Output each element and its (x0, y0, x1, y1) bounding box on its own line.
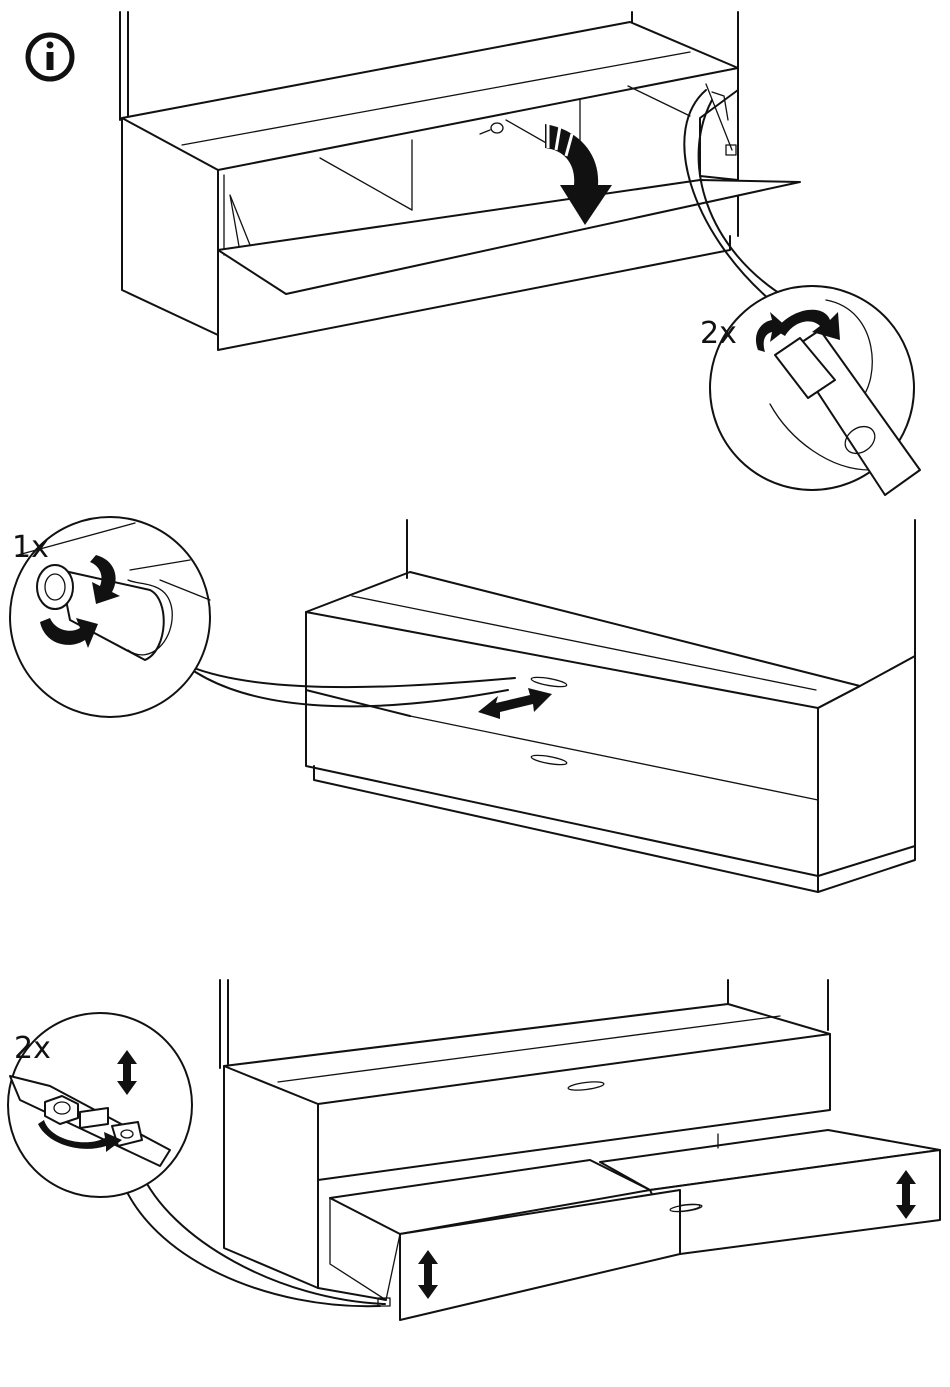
info-icon (28, 35, 72, 79)
cabinet-open-drawers-illustration (220, 980, 940, 1320)
cabinet-drawer-front-illustration (306, 520, 915, 892)
rotation-count-label: 1x (12, 530, 49, 565)
rotation-count-label: 2x (14, 1031, 51, 1066)
cabinet-flap-door-illustration (120, 12, 800, 350)
rotation-count-label: 2x (700, 316, 737, 351)
front-adjust-detail-callout (10, 517, 515, 717)
foot-adjust-detail-callout (8, 1013, 390, 1306)
